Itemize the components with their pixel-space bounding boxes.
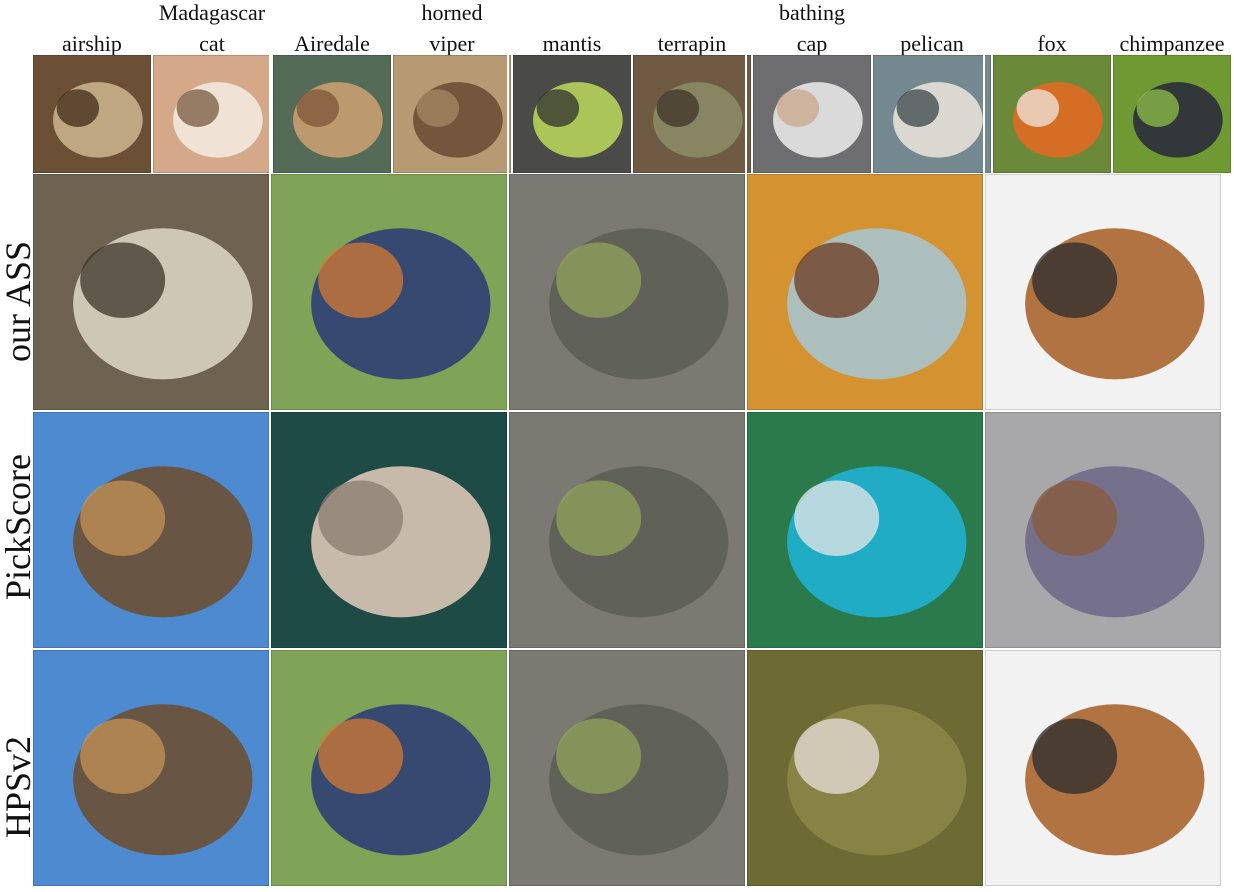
subject-detail — [556, 718, 642, 794]
grid-separator — [269, 55, 271, 886]
subject-detail — [1032, 718, 1118, 794]
subject-detail — [776, 89, 820, 127]
column-header: viper — [429, 31, 475, 56]
subject-detail — [794, 242, 880, 318]
reference-image — [753, 55, 871, 173]
column-header: airship — [62, 31, 122, 56]
image-illustration — [33, 650, 269, 886]
subject-detail — [80, 480, 166, 556]
subject-detail — [318, 480, 404, 556]
subject-detail — [80, 718, 166, 794]
image-illustration — [33, 174, 269, 410]
subject-detail — [318, 242, 404, 318]
image-illustration — [271, 650, 507, 886]
subject-detail — [656, 89, 700, 127]
generated-image — [271, 650, 507, 886]
subject-detail — [1016, 89, 1060, 127]
image-illustration — [633, 55, 751, 173]
image-illustration — [747, 412, 983, 648]
generated-image — [33, 412, 269, 648]
subject-detail — [56, 89, 100, 127]
generated-image — [33, 174, 269, 410]
image-illustration — [271, 174, 507, 410]
row-label: HPSv2 — [0, 735, 38, 838]
image-illustration — [509, 650, 745, 886]
image-illustration — [393, 55, 511, 173]
subject-detail — [556, 242, 642, 318]
generated-image — [985, 650, 1221, 886]
image-illustration — [753, 55, 871, 173]
reference-image — [873, 55, 991, 173]
grid-separator — [745, 55, 747, 886]
generated-image — [509, 412, 745, 648]
column-header-line1: horned — [421, 0, 483, 25]
image-illustration — [273, 55, 391, 173]
image-illustration — [1113, 55, 1231, 173]
image-illustration — [747, 174, 983, 410]
image-illustration — [513, 55, 631, 173]
image-illustration — [985, 412, 1221, 648]
reference-image — [393, 55, 511, 173]
generated-image — [509, 174, 745, 410]
generated-image — [747, 174, 983, 410]
row-label: our ASS — [0, 240, 38, 362]
subject-detail — [896, 89, 940, 127]
subject-detail — [794, 480, 880, 556]
image-illustration — [985, 174, 1221, 410]
image-illustration — [33, 412, 269, 648]
subject-detail — [536, 89, 580, 127]
subject-detail — [416, 89, 460, 127]
image-illustration — [153, 55, 271, 173]
column-header-line1: bathing — [779, 0, 845, 25]
column-header: Airedale — [294, 31, 370, 56]
generated-image — [271, 412, 507, 648]
row-label: PickScore — [0, 454, 38, 600]
column-header: cap — [796, 31, 828, 56]
image-illustration — [509, 412, 745, 648]
reference-image — [33, 55, 151, 173]
generated-image — [747, 650, 983, 886]
image-illustration — [985, 650, 1221, 886]
reference-image — [153, 55, 271, 173]
generated-image — [33, 650, 269, 886]
reference-image — [1113, 55, 1231, 173]
subject-detail — [318, 718, 404, 794]
subject-detail — [296, 89, 340, 127]
column-header-line1: Madagascar — [158, 0, 266, 25]
grid-separator — [983, 55, 985, 886]
generated-image — [747, 412, 983, 648]
column-header: fox — [1037, 31, 1067, 56]
generated-image — [271, 174, 507, 410]
reference-image — [993, 55, 1111, 173]
column-header: cat — [199, 31, 225, 56]
column-header: chimpanzee — [1119, 31, 1225, 56]
image-illustration — [873, 55, 991, 173]
subject-detail — [556, 480, 642, 556]
subject-detail — [794, 718, 880, 794]
subject-detail — [1032, 242, 1118, 318]
subject-detail — [1136, 89, 1180, 127]
column-header: mantis — [542, 31, 602, 56]
grid-separator — [507, 55, 509, 886]
reference-image — [513, 55, 631, 173]
image-illustration — [271, 412, 507, 648]
generated-image — [509, 650, 745, 886]
generated-image — [985, 412, 1221, 648]
reference-image — [633, 55, 751, 173]
generated-image — [985, 174, 1221, 410]
subject-detail — [176, 89, 220, 127]
image-illustration — [747, 650, 983, 886]
column-header: pelican — [900, 31, 964, 56]
image-illustration — [509, 174, 745, 410]
subject-detail — [1032, 480, 1118, 556]
reference-image — [273, 55, 391, 173]
image-illustration — [33, 55, 151, 173]
column-header: terrapin — [657, 31, 727, 56]
image-illustration — [993, 55, 1111, 173]
subject-detail — [80, 242, 166, 318]
